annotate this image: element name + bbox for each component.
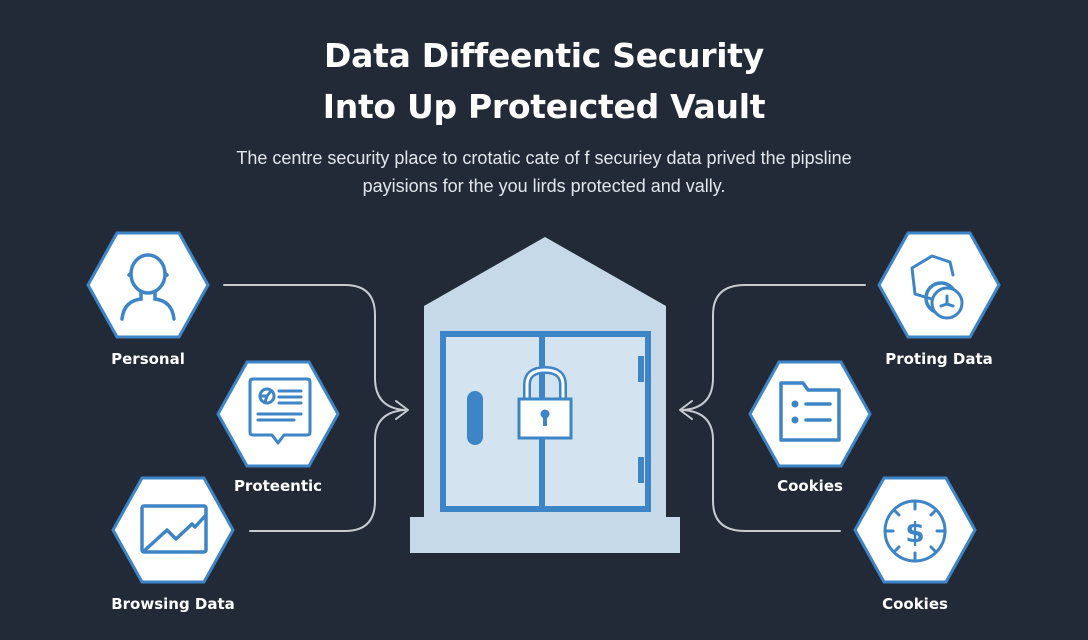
document-chat-icon <box>248 377 312 445</box>
folder-list-icon <box>779 381 841 442</box>
subtitle-line-2: payisions for the you lirds protected an… <box>362 176 726 196</box>
label-cookies-1: Cookies <box>777 477 843 495</box>
title-line-2: Into Up Proteıcted Vault <box>322 87 766 126</box>
svg-text:$: $ <box>905 516 924 549</box>
node-cookies-folder[interactable] <box>748 360 872 468</box>
vault-hinge-top <box>638 356 644 382</box>
arrow-right-in-icon <box>679 400 693 420</box>
node-browsing-data[interactable] <box>111 476 235 584</box>
label-browsing-data: Browsing Data <box>111 595 235 613</box>
vault-handle <box>467 391 483 445</box>
label-personal: Personal <box>111 350 185 368</box>
connector-personal <box>223 284 406 411</box>
connector-browsing <box>249 409 406 532</box>
label-cookies-2: Cookies <box>882 595 948 613</box>
title-line-1: Data Diffeentic Security <box>324 36 764 75</box>
label-proteentic: Proteentic <box>233 477 323 495</box>
node-cookies-dollar[interactable]: $ <box>853 476 977 584</box>
hexagon-clock-icon <box>910 254 964 320</box>
line-chart-icon <box>140 504 208 554</box>
vault-hinge-bottom <box>638 457 644 483</box>
connector-proting <box>682 284 866 411</box>
padlock-icon <box>517 365 573 440</box>
dollar-dial-icon: $ <box>883 499 947 563</box>
label-proting-data: Proting Data <box>885 350 993 368</box>
subtitle-line-1: The centre security place to crotatic ca… <box>236 148 852 168</box>
connector-cookies-bottom <box>682 409 841 532</box>
node-proteentic[interactable] <box>216 360 340 468</box>
node-personal[interactable] <box>86 231 210 339</box>
node-proting-data[interactable] <box>877 231 1001 339</box>
arrow-left-in-icon <box>395 400 409 420</box>
person-icon <box>120 253 176 321</box>
